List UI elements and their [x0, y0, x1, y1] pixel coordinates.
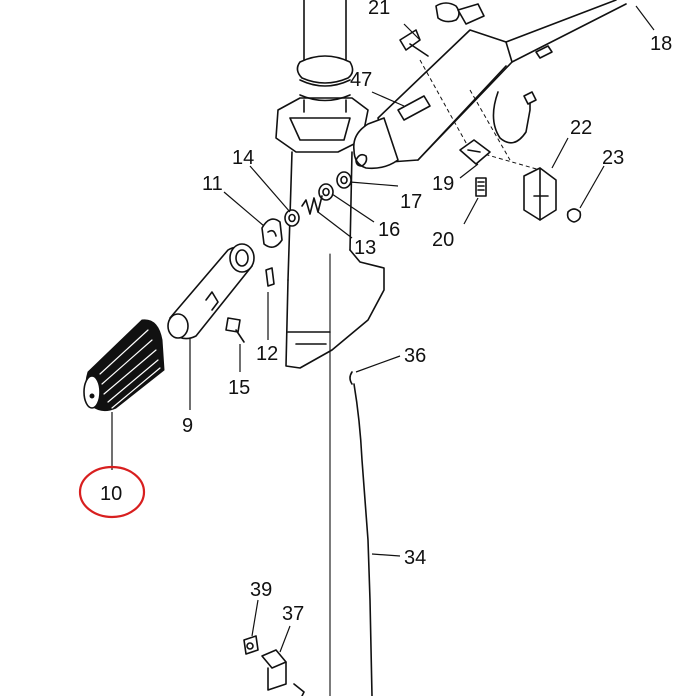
label-13: 13	[354, 237, 376, 259]
spring-13	[301, 195, 323, 215]
leader-lines	[111, 5, 655, 653]
bushing-11	[261, 218, 283, 248]
clip-23	[566, 208, 582, 223]
label-17: 17	[400, 191, 422, 213]
label-37: 37	[282, 603, 304, 625]
label-36: 36	[404, 345, 426, 367]
screw-20	[475, 177, 487, 197]
tiller-arm	[352, 0, 627, 171]
label-18: 18	[650, 33, 672, 55]
steering-column	[275, 0, 385, 696]
label-34: 34	[404, 547, 426, 569]
label-22: 22	[570, 117, 592, 139]
label-23: 23	[602, 147, 624, 169]
pin-12	[265, 267, 275, 287]
label-21: 21	[368, 0, 390, 19]
label-16: 16	[378, 219, 400, 241]
throttle-tube-9	[167, 243, 255, 340]
label-9: 9	[182, 415, 193, 437]
label-39: 39	[250, 579, 272, 601]
label-11: 11	[202, 173, 223, 195]
label-12: 12	[256, 343, 278, 365]
throttle-wire	[492, 91, 537, 144]
screw-15	[225, 317, 245, 343]
label-10: 10	[100, 483, 122, 505]
highlight-circle	[78, 465, 146, 519]
bracket-37	[261, 649, 305, 696]
throttle-grip-10	[83, 319, 165, 412]
washer-14	[284, 209, 300, 227]
bolt-39	[243, 635, 259, 655]
label-47: 47	[350, 69, 372, 91]
label-15: 15	[228, 377, 250, 399]
bracket-19	[459, 139, 491, 165]
label-19: 19	[432, 173, 454, 195]
label-14: 14	[232, 147, 254, 169]
callout-labels: 21 47 18 14 11 19 20 22 23 17 16 13 12 1…	[100, 0, 672, 625]
label-20: 20	[432, 229, 454, 251]
block-22	[523, 167, 557, 221]
washer-17	[336, 171, 352, 189]
cable-34	[349, 371, 373, 696]
